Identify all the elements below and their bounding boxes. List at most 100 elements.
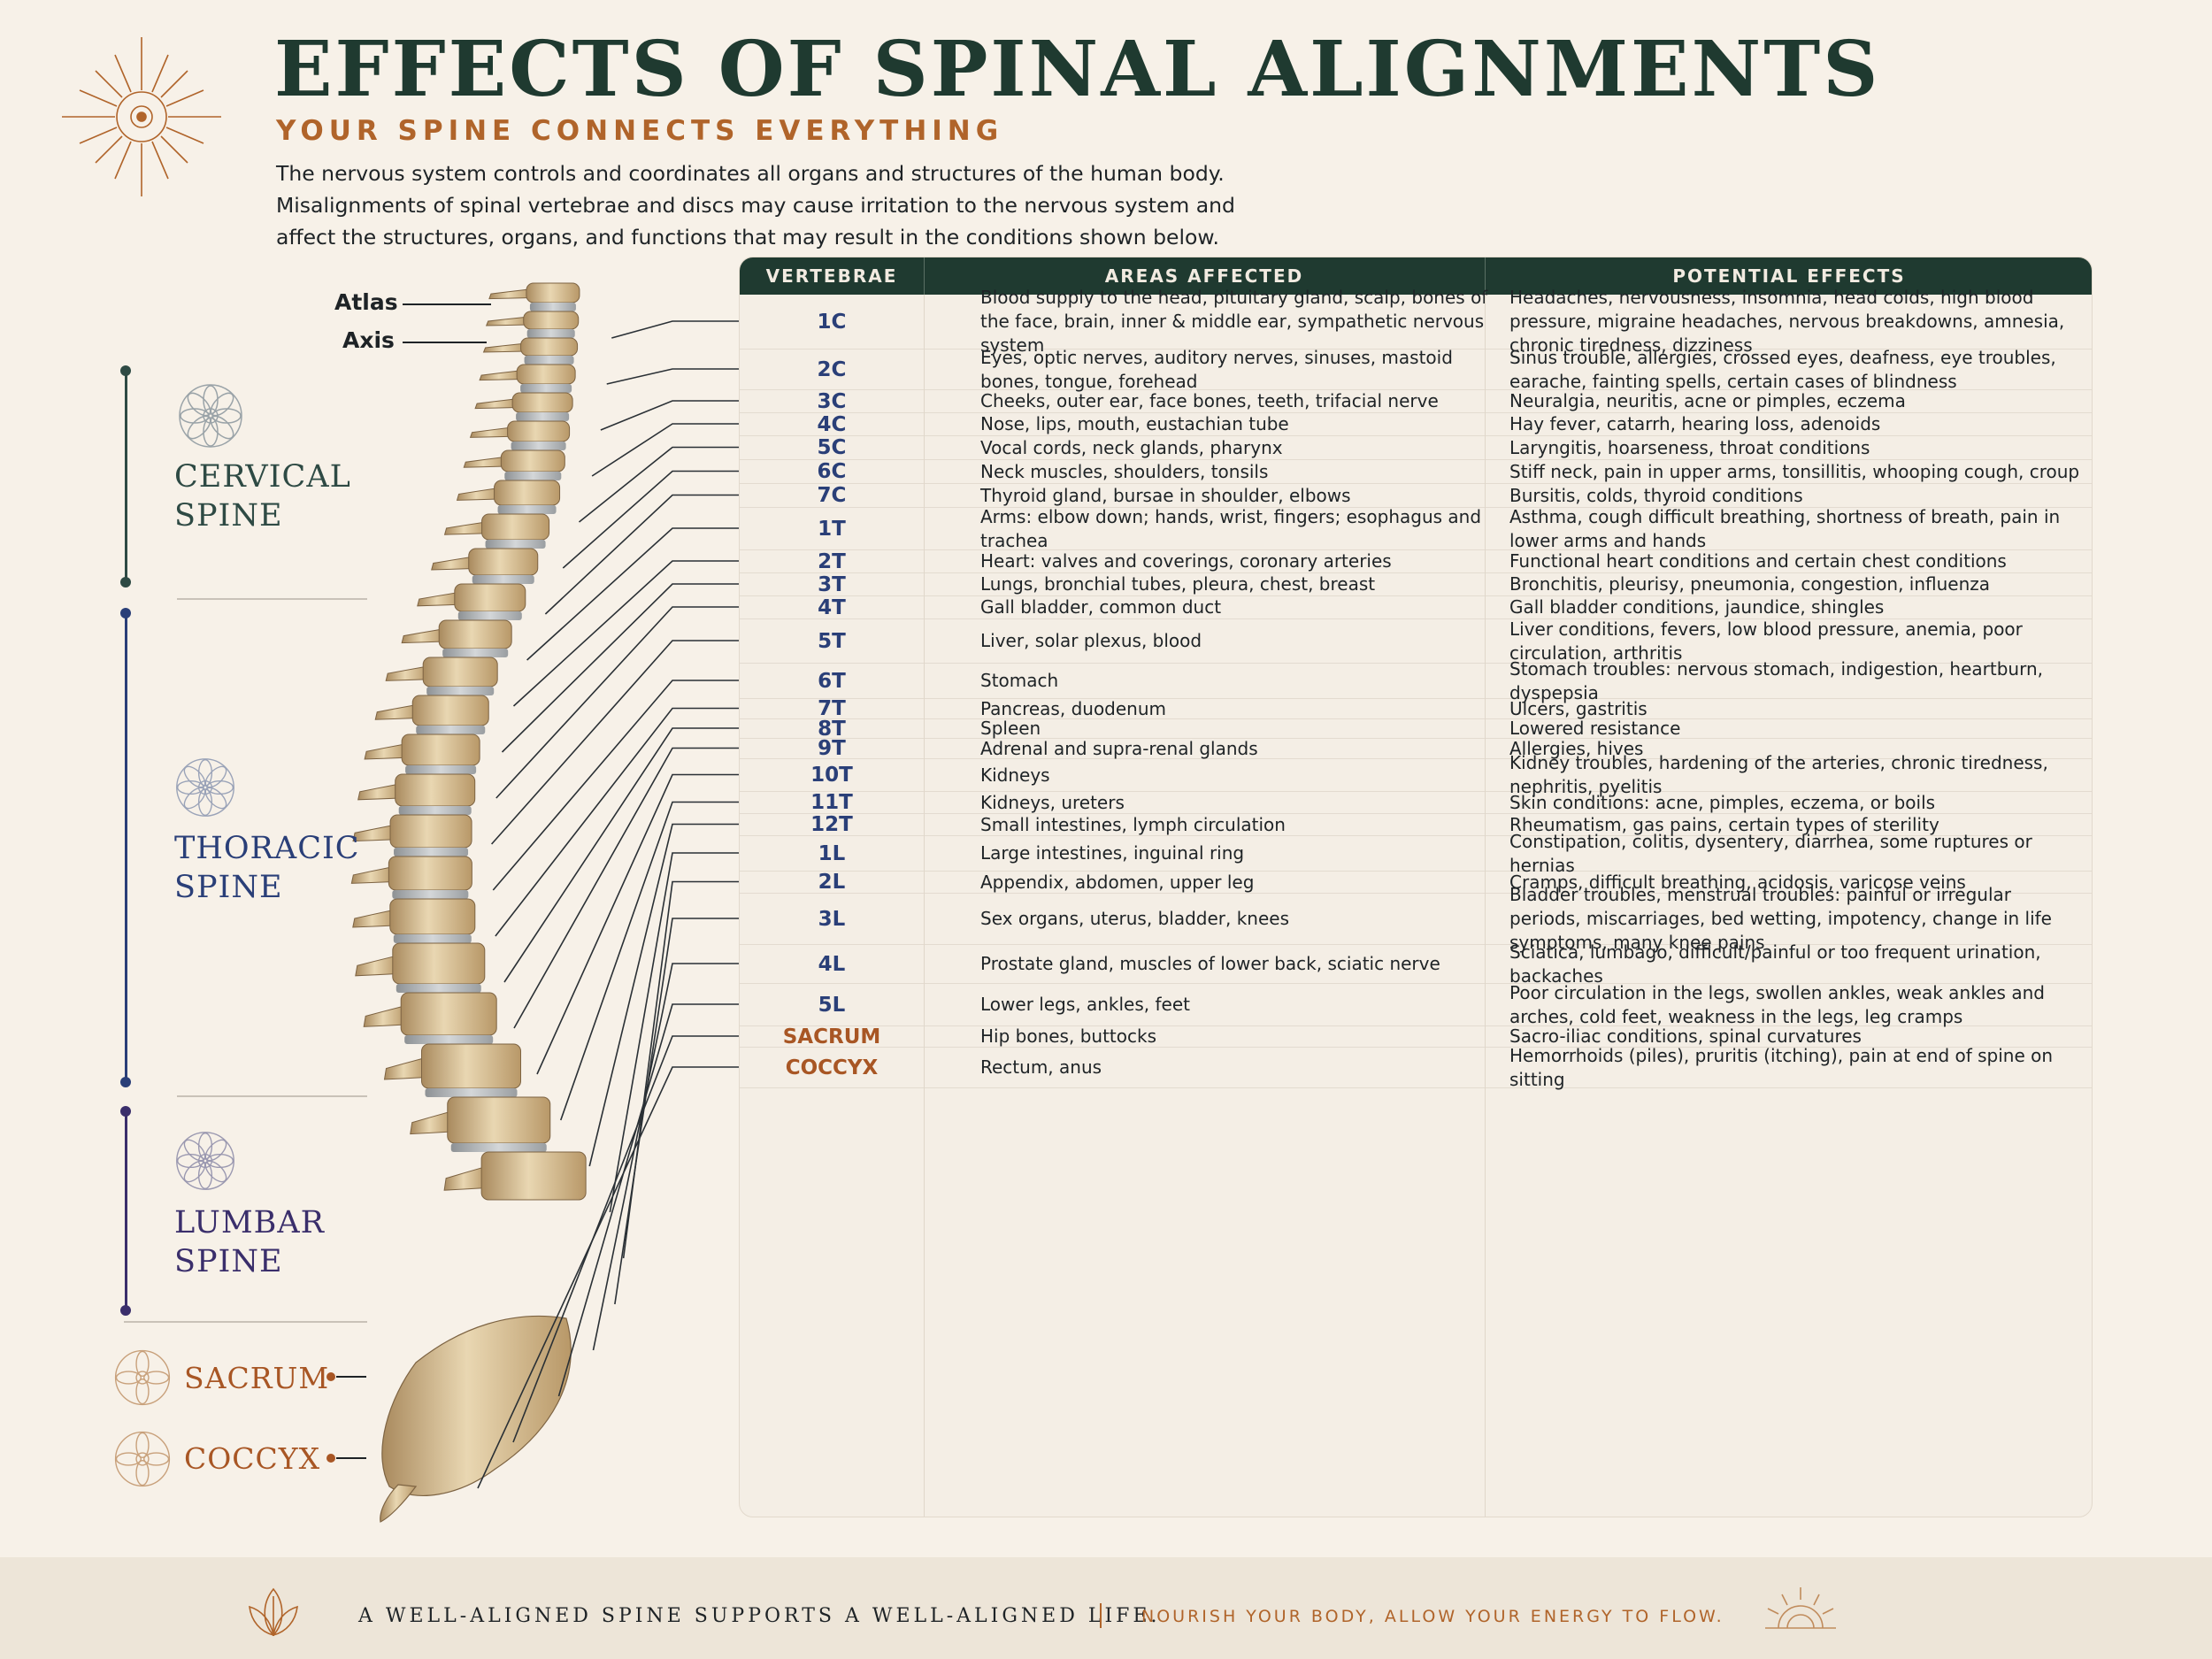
rising-sun-icon (1765, 1587, 1836, 1629)
spinous-process (485, 316, 530, 326)
leader-line (513, 747, 777, 1029)
axis-leader-line (403, 342, 487, 343)
footer-tagline-right: NOURISH YOUR BODY, ALLOW YOUR ENERGY TO … (1141, 1607, 1724, 1626)
intervertebral-disc (393, 934, 472, 943)
leader-line (491, 640, 777, 845)
column-separator (1485, 295, 1486, 1517)
atlas-label: Atlas (334, 289, 398, 315)
cervical-label-line2: SPINE (174, 498, 283, 534)
areas-affected-cell: Adrenal and supra-renal glands (980, 737, 1258, 759)
vertebra-body (511, 392, 573, 413)
vertebra-body (454, 583, 526, 612)
vertebra-code: 9T (818, 737, 846, 760)
intervertebral-disc (405, 765, 477, 774)
vertebra-code: 7C (817, 484, 847, 507)
intro-paragraph: The nervous system controls and coordina… (276, 161, 1235, 250)
sun-burst-icon (62, 37, 221, 196)
lumbar-bracket-dot-top (120, 1106, 131, 1117)
spinous-process (463, 456, 507, 468)
thoracic-bracket-dot-bottom (120, 1077, 131, 1087)
coccyx-leader-line (336, 1457, 366, 1459)
column-separator (924, 295, 925, 1517)
areas-affected-cell: Pancreas, duodenum (980, 697, 1167, 719)
spinous-process (363, 1004, 407, 1027)
intervertebral-disc (485, 540, 546, 549)
footer-tagline-left: A WELL-ALIGNED SPINE SUPPORTS A WELL-ALI… (358, 1605, 1161, 1627)
vertebra-code: 6T (818, 669, 846, 693)
spinous-process (482, 342, 527, 353)
vertebra-code: 4T (818, 595, 846, 619)
areas-affected-cell: Lower legs, ankles, feet (980, 994, 1190, 1015)
potential-effects-cell: Functional heart conditions and certain … (1509, 550, 2007, 572)
potential-effects-cell: Sciatica, lumbago, difficult/painful or … (1509, 941, 2041, 987)
coccyx-dot (326, 1454, 335, 1463)
leader-line (503, 727, 777, 983)
leader-line (501, 583, 777, 753)
intervertebral-disc (394, 848, 469, 856)
axis-label: Axis (342, 327, 395, 353)
table-row: 6T Stomach Stomach troubles: nervous stoma… (740, 657, 2092, 703)
areas-affected-cell: Blood supply to the head, pituitary glan… (980, 287, 1488, 356)
intervertebral-disc (442, 649, 509, 657)
vertebra-body (494, 480, 561, 506)
intervertebral-disc (398, 806, 472, 815)
spinous-process (401, 628, 445, 644)
areas-affected-cell: Eyes, optic nerves, auditory nerves, sin… (980, 346, 1453, 392)
sacrum-dot (326, 1372, 335, 1381)
vertebra-body (520, 337, 579, 357)
spine-illustration (350, 282, 777, 1523)
areas-affected-cell: Neck muscles, shoulders, tonsils (980, 460, 1269, 482)
vertebra-code: COCCYX (785, 1056, 879, 1079)
region-divider (124, 1321, 367, 1323)
potential-effects-cell: Lowered resistance (1509, 718, 1681, 739)
vertebra-body (480, 1151, 587, 1201)
header-areas-affected: AREAS AFFECTED (1104, 265, 1304, 287)
vertebra-code: 3T (818, 572, 846, 596)
header-vertebrae: VERTEBRAE (765, 265, 898, 287)
vertebra-body (392, 942, 486, 985)
sacrum-bone (381, 1315, 572, 1496)
vertebra-body (523, 311, 580, 330)
spinous-process (364, 742, 408, 760)
areas-affected-cell: Spleen (980, 718, 1041, 739)
areas-affected-cell: Stomach (980, 670, 1059, 691)
header-potential-effects: POTENTIAL EFFECTS (1672, 265, 1906, 287)
spinous-process (479, 370, 523, 381)
thoracic-label-line1: THORACIC (174, 831, 360, 866)
spinous-process (417, 591, 461, 607)
potential-effects-cell: Cramps, difficult breathing, acidosis, v… (1509, 871, 1966, 893)
areas-affected-cell: Vocal cords, neck glands, pharynx (980, 436, 1283, 458)
spinous-process (456, 487, 501, 501)
potential-effects-cell: Bladder troubles, menstrual troubles: pa… (1509, 884, 2052, 953)
lumbar-spine-label: LUMBAR SPINE (174, 1203, 325, 1281)
potential-effects-cell: Bursitis, colds, thyroid conditions (1509, 484, 1803, 506)
thoracic-bracket (125, 613, 127, 1082)
vertebra-body (401, 733, 480, 766)
mandala-flower-icon (176, 758, 234, 817)
lotus-leaf-icon (249, 1587, 298, 1637)
vertebra-body (468, 548, 539, 576)
potential-effects-cell: Neuralgia, neuritis, acne or pimples, ec… (1509, 390, 1906, 411)
intervertebral-disc (404, 1035, 494, 1044)
spinous-process (383, 1056, 427, 1080)
vertebra-body (422, 657, 498, 687)
vertebra-body (388, 856, 472, 891)
lumbar-label-line2: SPINE (174, 1244, 283, 1279)
vertebra-body (447, 1096, 551, 1144)
vertebra-code: 2C (817, 357, 847, 381)
potential-effects-cell: Gall bladder conditions, jaundice, shing… (1509, 596, 1885, 618)
areas-affected-cell: Hip bones, buttocks (980, 1025, 1156, 1047)
potential-effects-cell: Stomach troubles: nervous stomach, indig… (1509, 657, 2044, 703)
intervertebral-disc (472, 575, 534, 584)
table-row: 2C Eyes, optic nerves, auditory nerves, s… (740, 346, 2092, 392)
potential-effects-cell: Poor circulation in the legs, swollen an… (1509, 981, 2045, 1027)
region-divider (177, 1095, 367, 1097)
